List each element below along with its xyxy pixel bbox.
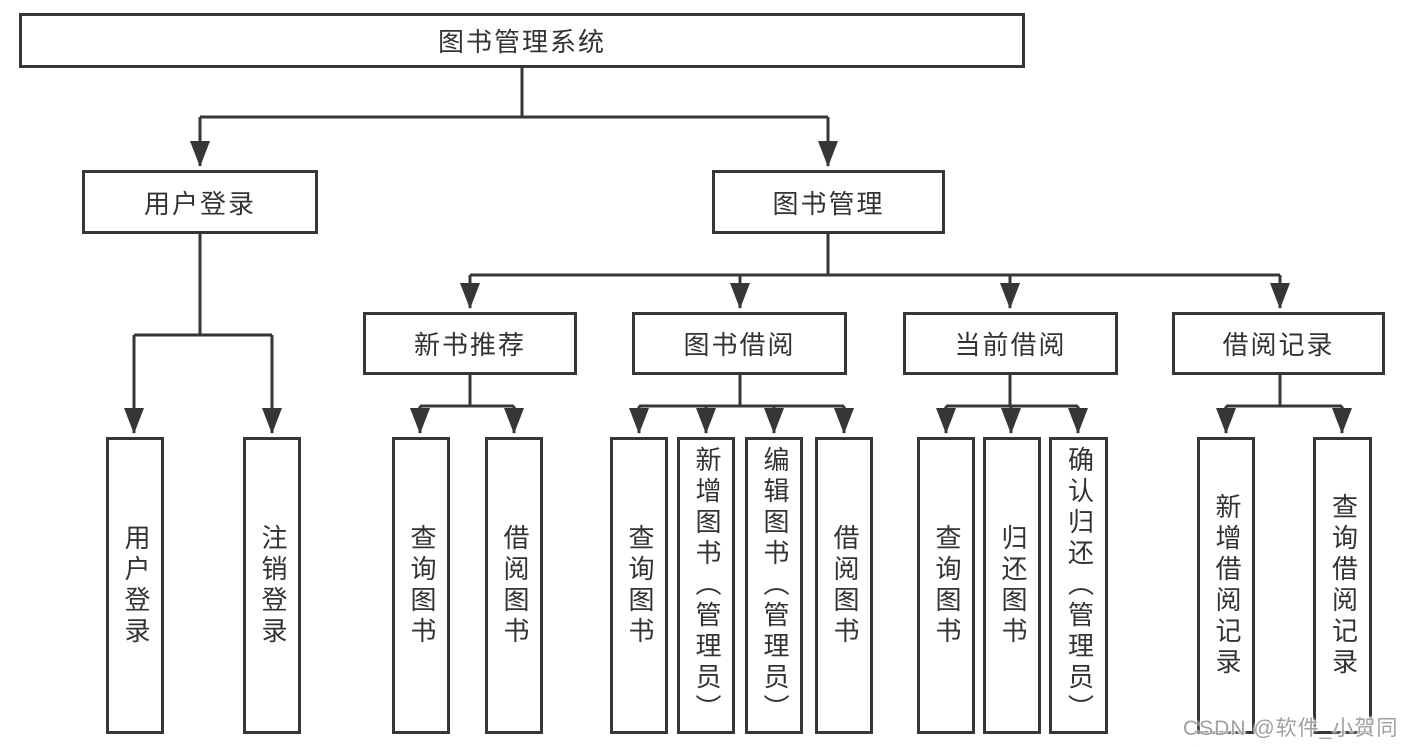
watermark-text: CSDN @软件_小贺同学 [1183, 717, 1399, 740]
node-borrow-records-label: 借阅记录 [1222, 330, 1335, 360]
leaf-borrow-books-borrow-label: 借阅图书 [829, 523, 860, 648]
node-new-book-recommend-label: 新书推荐 [413, 330, 526, 360]
node-user-login: 用户登录 [82, 170, 318, 234]
leaf-add-book-admin-label: 新增图书（管理员） [691, 446, 722, 725]
leaf-query-books-borrow: 查询图书 [610, 437, 668, 734]
node-library-system-label: 图书管理系统 [437, 27, 606, 57]
tree-arrows [124, 117, 1352, 434]
leaf-query-borrow-record-label: 查询借阅记录 [1328, 492, 1359, 679]
leaf-borrow-books-recommend-label: 借阅图书 [499, 523, 530, 648]
leaf-confirm-return-admin-label: 确认归还（管理员） [1064, 446, 1095, 725]
leaf-query-books-current: 查询图书 [917, 437, 975, 734]
leaf-borrow-books-recommend: 借阅图书 [485, 437, 543, 734]
node-borrow-records: 借阅记录 [1172, 312, 1385, 375]
leaf-query-borrow-record: 查询借阅记录 [1313, 437, 1372, 734]
leaf-return-books: 归还图书 [983, 437, 1041, 734]
leaf-logout-label: 注销登录 [257, 523, 288, 648]
leaf-edit-book-admin-label: 编辑图书（管理员） [759, 446, 790, 725]
leaf-add-book-admin: 新增图书（管理员） [677, 437, 735, 734]
leaf-add-borrow-record: 新增借阅记录 [1197, 437, 1255, 734]
leaf-user-login: 用户登录 [106, 437, 164, 734]
leaf-add-borrow-record-label: 新增借阅记录 [1211, 492, 1242, 679]
node-book-management-label: 图书管理 [772, 188, 885, 219]
node-book-management: 图书管理 [712, 170, 945, 234]
leaf-return-books-label: 归还图书 [997, 523, 1028, 648]
node-user-login-label: 用户登录 [143, 188, 256, 219]
node-book-borrow-label: 图书借阅 [683, 330, 796, 360]
node-new-book-recommend: 新书推荐 [363, 312, 577, 375]
leaf-borrow-books-borrow: 借阅图书 [815, 437, 873, 734]
leaf-edit-book-admin: 编辑图书（管理员） [745, 437, 803, 734]
watermark: CSDN @软件_小贺同学 [1183, 712, 1405, 747]
node-library-system: 图书管理系统 [19, 13, 1025, 68]
leaf-confirm-return-admin: 确认归还（管理员） [1049, 437, 1108, 734]
node-book-borrow: 图书借阅 [632, 312, 847, 375]
leaf-query-books-current-label: 查询图书 [931, 523, 962, 648]
leaf-user-login-label: 用户登录 [120, 523, 151, 648]
tree-rails [134, 68, 1342, 408]
node-current-borrow-label: 当前借阅 [954, 330, 1067, 360]
leaf-query-books-recommend-label: 查询图书 [406, 523, 437, 648]
node-current-borrow: 当前借阅 [903, 312, 1118, 375]
leaf-logout: 注销登录 [243, 437, 301, 734]
leaf-query-books-recommend: 查询图书 [392, 437, 450, 734]
leaf-query-books-borrow-label: 查询图书 [624, 523, 655, 648]
